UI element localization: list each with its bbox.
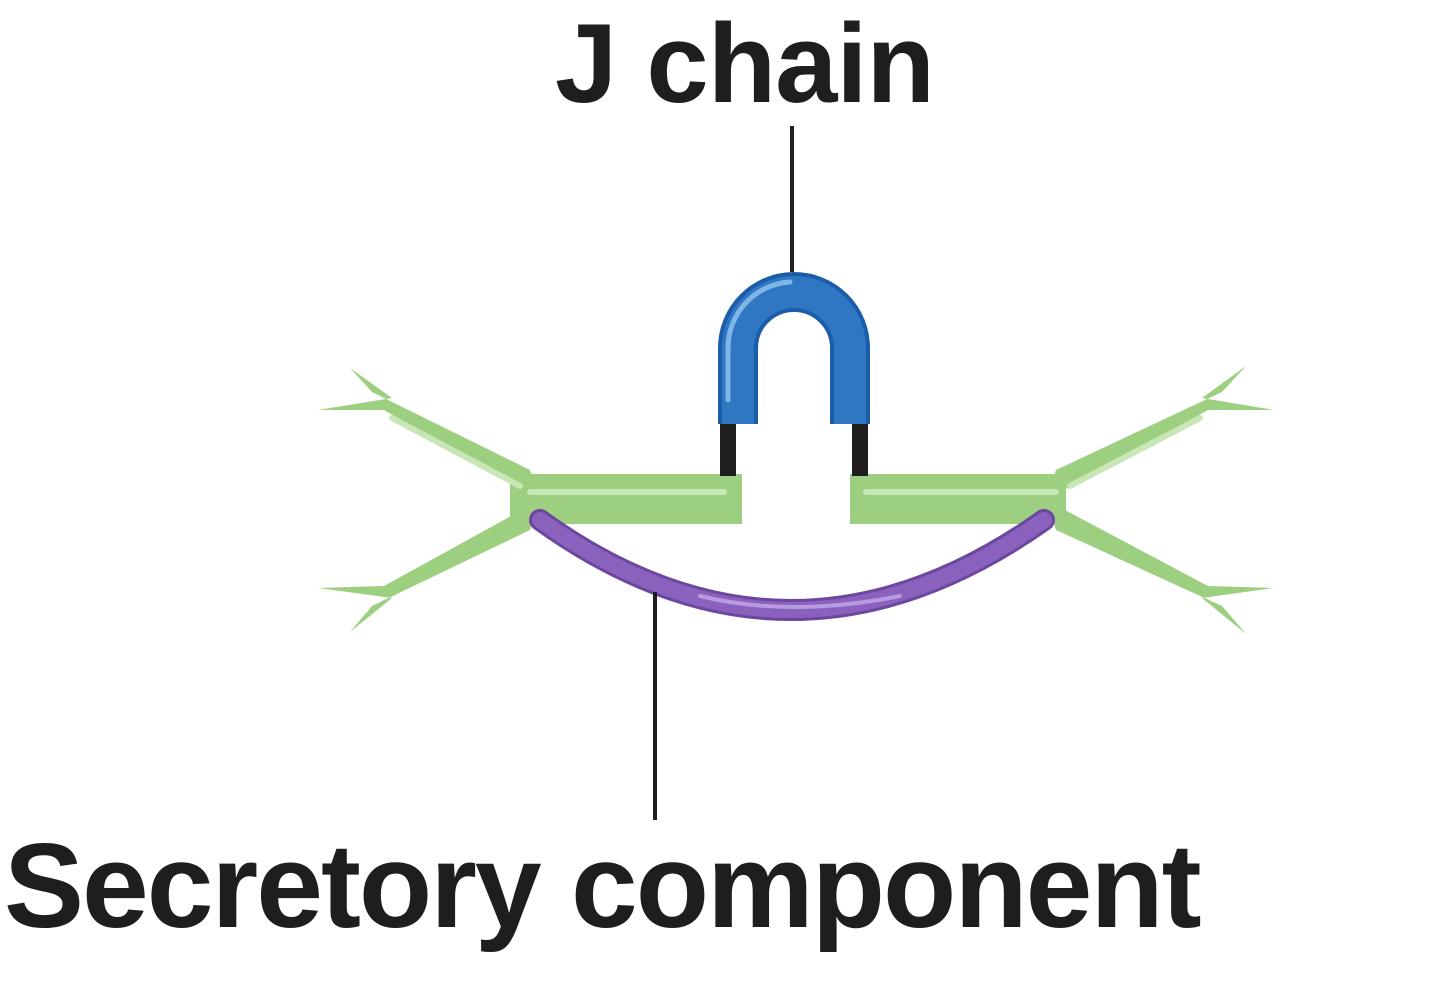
secretory-component bbox=[529, 509, 1055, 621]
j-chain-label: J chain bbox=[555, 1, 935, 126]
left-antibody-monomer bbox=[318, 368, 742, 632]
right-antibody-monomer bbox=[850, 366, 1274, 634]
left-disulfide-connector bbox=[720, 424, 736, 476]
secretory-component-label: Secretory component bbox=[4, 819, 1202, 953]
right-lower-arm bbox=[1046, 500, 1274, 634]
right-stem bbox=[850, 474, 1066, 524]
j-chain bbox=[718, 272, 870, 424]
right-disulfide-connector bbox=[852, 424, 868, 476]
left-lower-arm bbox=[318, 500, 540, 632]
